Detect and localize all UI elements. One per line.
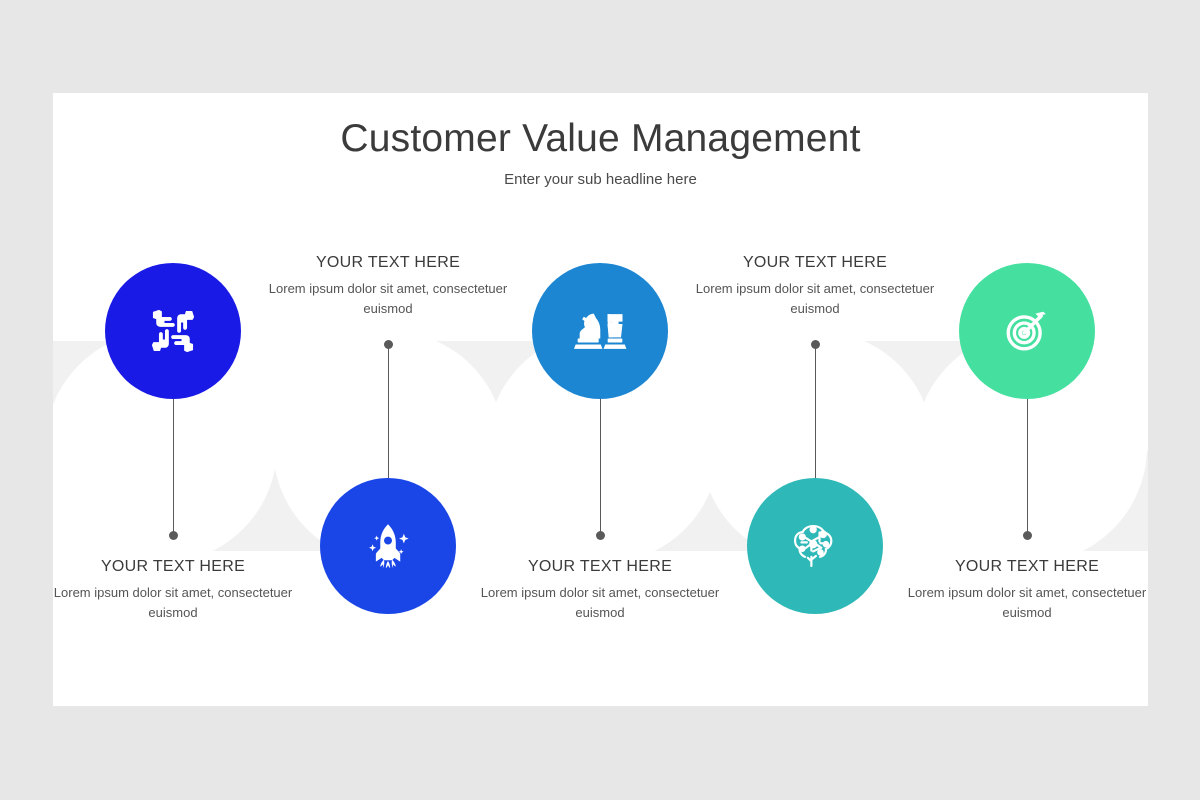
item-label-2: YOUR TEXT HERE — [315, 254, 461, 271]
item-label-4: YOUR TEXT HERE — [742, 254, 888, 271]
item-label-3: YOUR TEXT HERE — [527, 558, 673, 575]
item-label-5: YOUR TEXT HERE — [954, 558, 1100, 575]
rocket-icon — [359, 517, 417, 575]
text-block-4: YOUR TEXT HERE Lorem ipsum dolor sit ame… — [695, 254, 935, 319]
item-description-1: Lorem ipsum dolor sit amet, consectetuer… — [53, 585, 293, 621]
node-circle-3[interactable] — [532, 263, 668, 399]
connector-line-2 — [388, 345, 389, 478]
item-description-3: Lorem ipsum dolor sit amet, consectetuer… — [480, 585, 720, 621]
connector-dot-2 — [384, 340, 393, 349]
page-title: Customer Value Management — [340, 117, 861, 160]
connector-line-5 — [1027, 399, 1028, 534]
node-circle-5[interactable] — [959, 263, 1095, 399]
connector-dot-4 — [811, 340, 820, 349]
brain-network-icon — [786, 517, 844, 575]
text-block-2: YOUR TEXT HERE Lorem ipsum dolor sit ame… — [268, 254, 508, 319]
node-circle-4[interactable] — [747, 478, 883, 614]
teamwork-hands-icon — [142, 300, 204, 362]
node-circle-2[interactable] — [320, 478, 456, 614]
item-description-4: Lorem ipsum dolor sit amet, consectetuer… — [695, 281, 935, 317]
item-label-1: YOUR TEXT HERE — [100, 558, 246, 575]
connector-line-1 — [173, 399, 174, 534]
connector-dot-5 — [1023, 531, 1032, 540]
chess-strategy-icon — [570, 301, 630, 361]
node-circle-1[interactable] — [105, 263, 241, 399]
item-description-2: Lorem ipsum dolor sit amet, consectetuer… — [268, 281, 508, 317]
slide-header: Customer Value Management Enter your sub… — [53, 93, 1148, 188]
text-block-1: YOUR TEXT HERE Lorem ipsum dolor sit ame… — [53, 558, 293, 623]
slide-canvas: Customer Value Management Enter your sub… — [53, 93, 1148, 706]
connector-dot-3 — [596, 531, 605, 540]
text-block-3: YOUR TEXT HERE Lorem ipsum dolor sit ame… — [480, 558, 720, 623]
connector-line-3 — [600, 399, 601, 534]
connector-dot-1 — [169, 531, 178, 540]
text-block-5: YOUR TEXT HERE Lorem ipsum dolor sit ame… — [907, 558, 1147, 623]
connector-line-4 — [815, 345, 816, 478]
page-subtitle: Enter your sub headline here — [504, 171, 697, 188]
target-arrow-icon — [997, 301, 1057, 361]
item-description-5: Lorem ipsum dolor sit amet, consectetuer… — [907, 585, 1147, 621]
